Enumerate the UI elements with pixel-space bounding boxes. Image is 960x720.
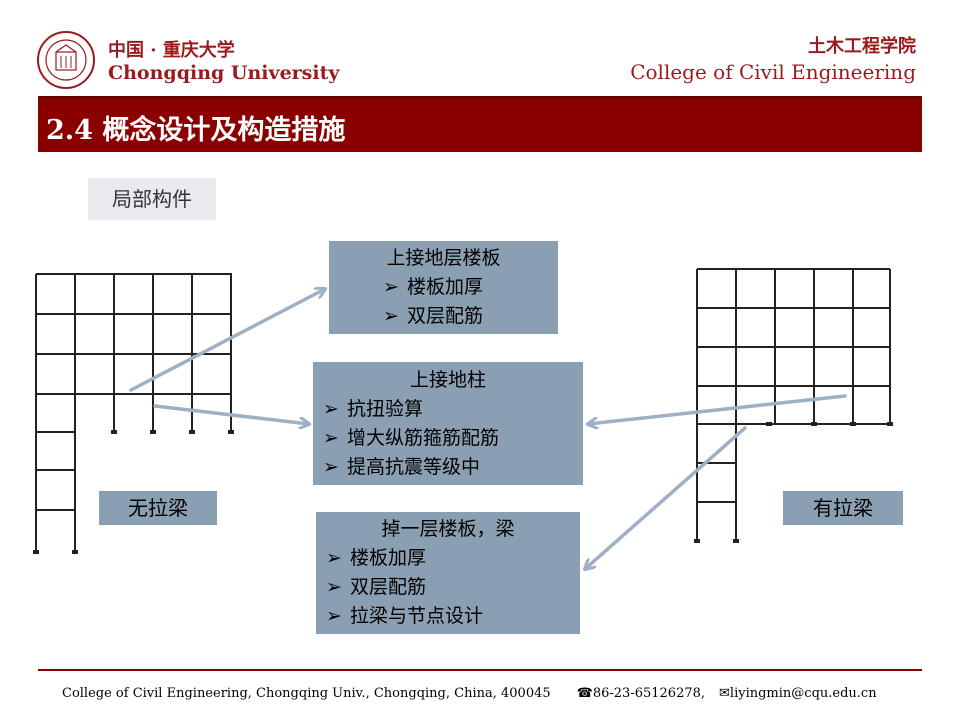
label-with-tie-beam: 有拉梁: [783, 491, 903, 525]
college-name-cn: 土木工程学院: [808, 36, 916, 57]
title-bar: [38, 96, 922, 152]
top-box-heading: 上接地层楼板: [386, 247, 501, 269]
university-name-en: Chongqing University: [108, 62, 340, 84]
left-frame-supports: [33, 430, 234, 554]
university-name-cn: 中国 · 重庆大学: [108, 40, 235, 61]
middle-box: 上接地柱 ➢抗扭验算 ➢增大纵筋箍筋配筋 ➢提高抗震等级中: [313, 362, 583, 485]
section-label: 局部构件: [88, 178, 216, 220]
list-item: ➢抗扭验算: [313, 395, 583, 424]
arrowhead-bullet-icon: ➢: [326, 547, 342, 569]
college-name-en: College of Civil Engineering: [630, 60, 916, 84]
list-item: ➢双层配筋: [329, 302, 558, 331]
left-frame: [35, 273, 232, 552]
right-frame-supports: [694, 422, 893, 543]
bottom-box: 掉一层楼板，梁 ➢楼板加厚 ➢双层配筋 ➢拉梁与节点设计: [316, 512, 580, 634]
list-item: ➢增大纵筋箍筋配筋: [313, 424, 583, 453]
arrowhead-bullet-icon: ➢: [326, 576, 342, 598]
phone-icon: ☎: [576, 686, 593, 701]
list-item: ➢拉梁与节点设计: [316, 602, 580, 631]
university-seal-icon: [37, 31, 95, 89]
middle-box-heading: 上接地柱: [409, 369, 486, 391]
top-box: 上接地层楼板 ➢楼板加厚 ➢双层配筋: [329, 241, 558, 334]
arrowhead-bullet-icon: ➢: [383, 305, 399, 327]
list-item: ➢楼板加厚: [316, 544, 580, 573]
arrowhead-bullet-icon: ➢: [323, 427, 339, 449]
arrow-to-top-box: [129, 289, 325, 392]
list-item: ➢楼板加厚: [329, 273, 558, 302]
arrow-to-middle-box: [153, 404, 309, 424]
footer: College of Civil Engineering, Chongqing …: [62, 686, 877, 701]
arrowhead-bullet-icon: ➢: [383, 276, 399, 298]
arrowhead-bullet-icon: ➢: [326, 605, 342, 627]
footer-divider: [38, 669, 922, 671]
footer-email[interactable]: liyingmin@cqu.edu.cn: [729, 686, 877, 701]
right-frame: [696, 268, 891, 541]
arrow-from-right-to-middle: [588, 394, 847, 424]
label-no-tie-beam: 无拉梁: [99, 491, 217, 525]
slide-title: 2.4 概念设计及构造措施: [46, 115, 346, 146]
list-item: ➢双层配筋: [316, 573, 580, 602]
arrowhead-bullet-icon: ➢: [323, 398, 339, 420]
list-item: ➢提高抗震等级中: [313, 453, 583, 482]
bottom-box-heading: 掉一层楼板，梁: [381, 518, 515, 540]
arrowhead-bullet-icon: ➢: [323, 456, 339, 478]
footer-address: College of Civil Engineering, Chongqing …: [62, 686, 551, 701]
footer-phone: 86-23-65126278,: [592, 686, 706, 701]
arrow-to-bottom-box: [585, 426, 747, 569]
envelope-icon: ✉: [719, 686, 730, 701]
